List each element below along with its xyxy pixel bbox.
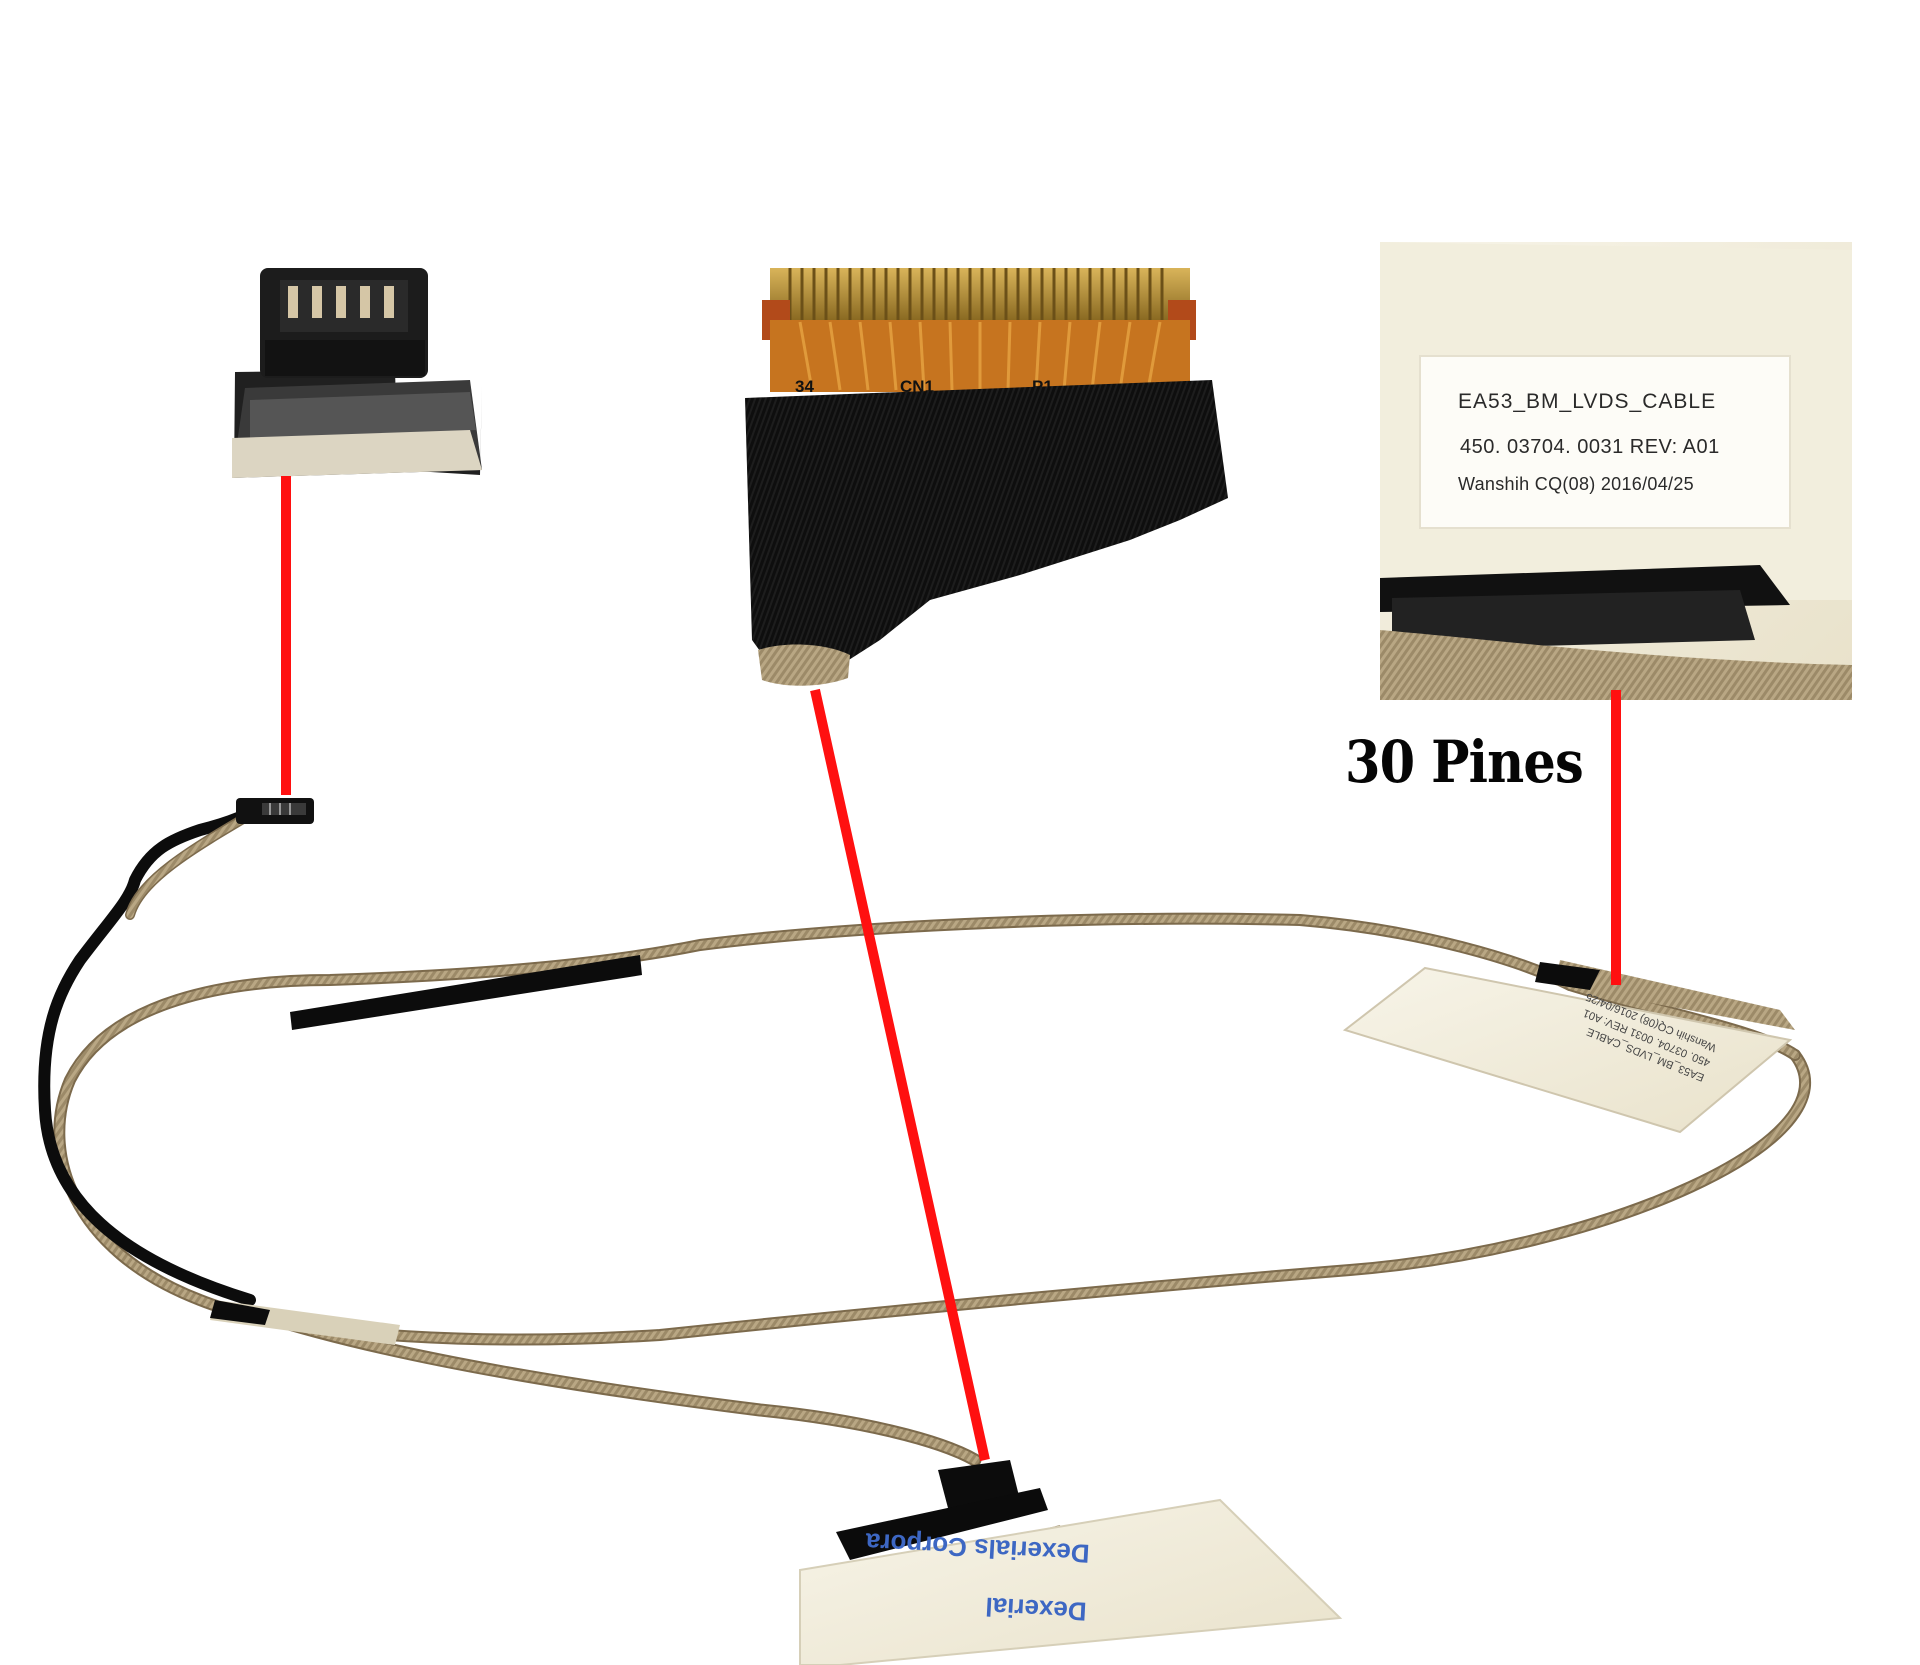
right-cable-sticker: EA53_BM_LVDS_CABLE 450. 03704. 0031 REV:… xyxy=(1342,960,1795,1134)
lvds-cable xyxy=(38,799,1812,1467)
inset-small-connector xyxy=(232,268,482,478)
label-part-number: 450. 03704. 0031 REV: A01 xyxy=(1460,436,1720,458)
inset-fpc-connector: 34 CN1 P1 xyxy=(745,268,1228,686)
inset-label-sticker xyxy=(1380,242,1852,700)
fpc-print-34: 34 xyxy=(795,377,814,396)
pin-count-label: 30 Pines xyxy=(1345,728,1584,796)
sticker-brand-line2: Dexerial xyxy=(985,1592,1088,1627)
cable-tape xyxy=(210,955,642,1345)
pointer-lines xyxy=(281,476,1621,1462)
label-part-name: EA53_BM_LVDS_CABLE xyxy=(1458,390,1717,413)
label-vendor-date: Wanshih CQ(08) 2016/04/25 xyxy=(1458,474,1694,494)
small-connector xyxy=(236,798,314,824)
pointer-line-fpc xyxy=(810,688,990,1462)
bottom-connector: Dexerials Corpora Dexerial xyxy=(799,1460,1343,1665)
